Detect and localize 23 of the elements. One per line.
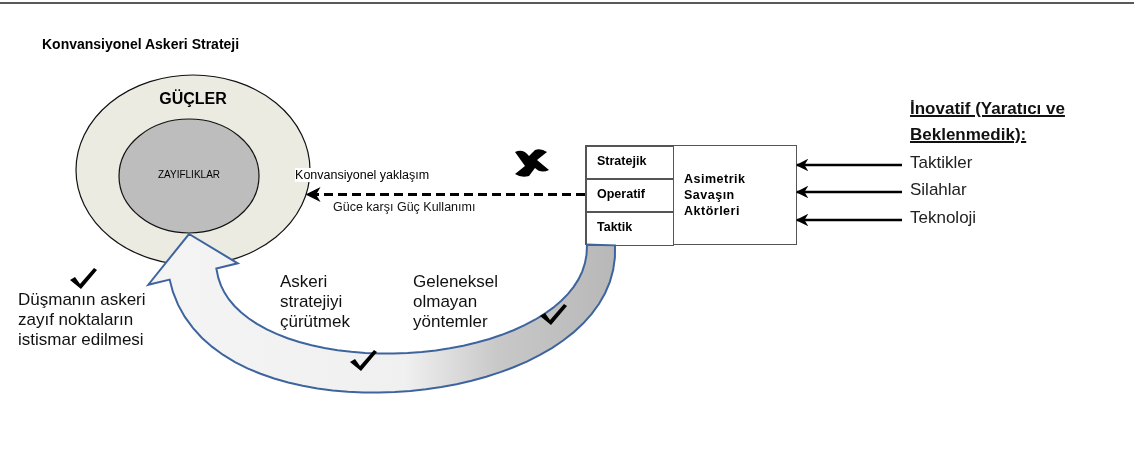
table-cell: Stratejik: [586, 146, 674, 179]
arrow: [305, 187, 585, 202]
callout-text: Askeri stratejiyi çürütmek: [280, 272, 351, 332]
diagram-heading: Konvansiyonel Askeri Strateji: [42, 36, 240, 52]
arrow: [795, 213, 902, 227]
list-item: Taktikler: [910, 153, 973, 173]
arrow: [795, 158, 902, 172]
inner-ellipse: [118, 118, 260, 234]
callout-text: Geleneksel olmayan yöntemler: [413, 272, 500, 332]
list-item: Silahlar: [910, 180, 967, 200]
block-arrow: [145, 232, 616, 394]
table-cell: Operatif: [586, 179, 674, 212]
list-item: Teknoloji: [910, 208, 977, 228]
arrow: [795, 185, 902, 199]
table-cell: Taktik: [586, 212, 674, 246]
edge-label: Konvansiyonel yaklaşım: [295, 167, 430, 182]
table-label: Asimetrik Savaşın Aktörleri: [684, 171, 747, 219]
actors-table: [585, 145, 797, 245]
ellipse-label: GÜÇLER: [158, 90, 228, 108]
list-heading: İnovatif (Yaratıcı ve Beklenmedik):: [910, 98, 1066, 146]
ellipse-label: ZAYIFLIKLAR: [156, 169, 222, 180]
edge-note: Güce karşı Güç Kullanımı: [333, 200, 477, 215]
callout-text: Düşmanın askeri zayıf noktaların istismar edilmesi: [18, 290, 147, 350]
